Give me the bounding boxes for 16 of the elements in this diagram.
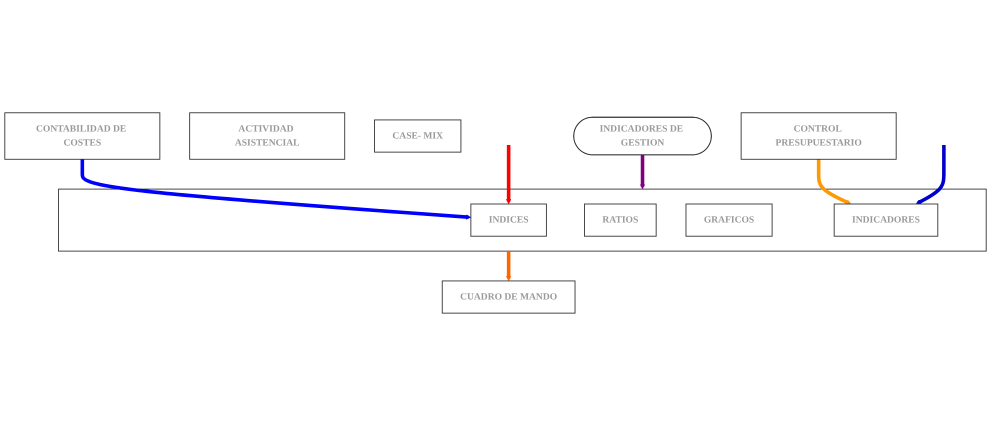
arrow	[816, 159, 852, 205]
node-box: INDICES	[470, 204, 547, 237]
node-box: GRAFICOS	[686, 204, 773, 237]
arrow	[916, 145, 946, 204]
node-box: CONTROL PRESUPUESTARIO	[740, 112, 897, 160]
node-box: CUADRO DE MANDO	[442, 280, 576, 314]
node-box: CONTABILIDAD DE COSTES	[4, 112, 160, 160]
node-box: CASE- MIX	[374, 120, 462, 153]
node-box: INDICADORES	[834, 204, 938, 237]
arrow	[640, 154, 646, 190]
arrow	[80, 159, 472, 220]
cluster	[58, 188, 987, 252]
arrow	[506, 145, 512, 204]
node-box: ACTIVIDAD ASISTENCIAL	[189, 112, 346, 160]
arrow	[506, 251, 512, 282]
node-box: RATIOS	[584, 204, 657, 237]
